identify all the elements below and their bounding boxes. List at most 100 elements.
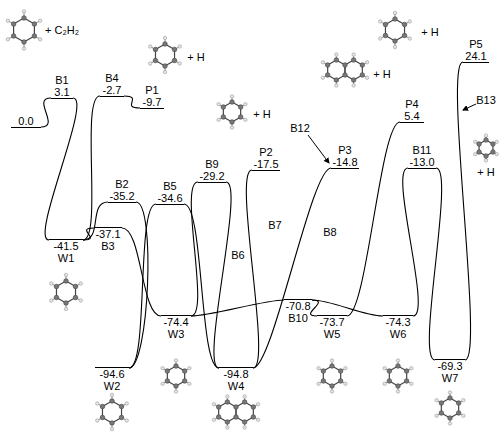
level-bar xyxy=(100,96,124,97)
hydrogen-atom xyxy=(344,382,347,385)
carbon-atom xyxy=(251,405,256,410)
carbon-atom xyxy=(477,150,482,155)
reactant-label: + H xyxy=(477,166,494,178)
reaction-path xyxy=(253,168,331,368)
carbon-atom xyxy=(383,33,388,38)
state-name: P3 xyxy=(338,144,351,156)
energy-value: -73.7 xyxy=(319,316,344,328)
hydrogen-atom xyxy=(243,395,246,398)
carbon-atom xyxy=(383,22,388,27)
hydrogen-atom xyxy=(396,390,399,393)
hydrogen-atom xyxy=(230,126,233,129)
hydrogen-atom xyxy=(396,359,399,362)
energy-level: -94.6W2 xyxy=(95,367,129,392)
hydrogen-atom xyxy=(474,153,477,156)
carbon-atom xyxy=(230,120,235,125)
hydrogen-atom xyxy=(125,419,128,422)
carbon-atom xyxy=(338,379,343,384)
reaction-path xyxy=(246,170,258,368)
hydrogen-atom xyxy=(22,10,25,13)
carbon-atom xyxy=(230,100,235,105)
carbon-atom xyxy=(119,404,124,409)
hydrogen-atom xyxy=(352,53,355,56)
energy-level: B13.1 xyxy=(51,74,73,99)
hydrogen-atom xyxy=(174,390,177,393)
state-name: B6 xyxy=(231,249,244,261)
hydrogen-atom xyxy=(149,62,152,65)
carbon-atom xyxy=(234,415,239,420)
level-bar xyxy=(408,168,436,169)
carbon-atom xyxy=(393,17,398,22)
carbon-atom xyxy=(360,63,365,68)
energy-value: -41.5 xyxy=(53,240,78,252)
reaction-path xyxy=(457,62,470,360)
hydrogen-atom xyxy=(335,53,338,56)
state-name: W2 xyxy=(104,380,121,392)
energy-level: B4-2.7 xyxy=(100,72,124,97)
carbon-atom xyxy=(402,33,407,38)
hydrogen-atom xyxy=(178,45,181,48)
carbon-atom xyxy=(242,400,247,405)
state-name: P4 xyxy=(405,98,418,110)
hydrogen-atom xyxy=(188,382,191,385)
hydrogen-atom xyxy=(50,299,53,302)
molecule xyxy=(317,359,347,393)
reaction-path xyxy=(312,300,383,316)
carbon-atom xyxy=(225,420,230,425)
hydrogen-atom xyxy=(495,153,498,156)
energy-value: -74.3 xyxy=(385,316,410,328)
hydrogen-atom xyxy=(379,20,382,23)
hydrogen-atom xyxy=(64,273,67,276)
energy-value: -74.4 xyxy=(163,316,188,328)
state-name: W3 xyxy=(168,328,185,340)
hydrogen-atom xyxy=(230,95,233,98)
carbon-atom xyxy=(402,22,407,27)
state-name: B8 xyxy=(323,226,336,238)
carbon-atom xyxy=(456,411,461,416)
energy-level: -74.4W3 xyxy=(161,315,191,340)
reaction-path xyxy=(45,98,77,240)
energy-value: -14.8 xyxy=(332,156,357,168)
energy-value: -34.6 xyxy=(157,192,182,204)
level-bar xyxy=(51,98,73,99)
hydrogen-atom xyxy=(321,76,324,79)
level-bar xyxy=(11,127,41,128)
carbon-atom xyxy=(172,47,177,52)
carbon-atom xyxy=(165,379,170,384)
reactant-label: + H xyxy=(373,68,390,80)
energy-value: 5.4 xyxy=(404,110,419,122)
state-name: B10 xyxy=(288,312,308,324)
reaction-path xyxy=(124,96,140,108)
reaction-path xyxy=(429,168,441,360)
carbon-atom xyxy=(172,58,177,63)
energy-level: P45.4 xyxy=(400,98,424,123)
carbon-atom xyxy=(174,364,179,369)
reaction-path xyxy=(311,300,319,316)
hydrogen-atom xyxy=(212,403,215,406)
hydrogen-atom xyxy=(38,19,41,22)
carbon-atom xyxy=(393,39,398,44)
carbon-atom xyxy=(439,411,444,416)
molecule xyxy=(435,391,465,425)
hydrogen-atom xyxy=(96,419,99,422)
hydrogen-atom xyxy=(410,382,413,385)
energy-value: -94.6 xyxy=(99,368,124,380)
hydrogen-atom xyxy=(244,118,247,121)
reaction-path xyxy=(214,182,231,368)
carbon-atom xyxy=(238,115,243,120)
carbon-atom xyxy=(163,42,168,47)
hydrogen-atom xyxy=(335,84,338,87)
reaction-path xyxy=(191,300,284,316)
carbon-atom xyxy=(330,384,335,389)
state-name: B4 xyxy=(105,72,118,84)
carbon-atom xyxy=(221,105,226,110)
hydrogen-atom xyxy=(393,11,396,14)
state-name: B1 xyxy=(55,74,68,86)
hydrogen-atom xyxy=(79,299,82,302)
carbon-atom xyxy=(110,399,115,404)
carbon-atom xyxy=(325,73,330,78)
carbon-atom xyxy=(338,369,343,374)
hydrogen-atom xyxy=(256,418,259,421)
hydrogen-atom xyxy=(96,402,99,405)
